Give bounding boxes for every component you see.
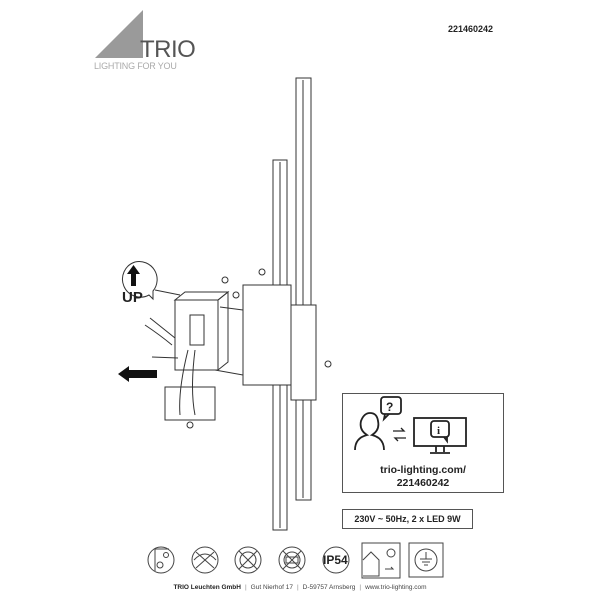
electrical-spec: 230V ~ 50Hz, 2 x LED 9W — [342, 509, 473, 529]
footer-company: TRIO Leuchten GmbH — [173, 584, 241, 591]
logo-triangle — [95, 10, 143, 58]
person-question-icon: ? — [354, 396, 402, 451]
no-bulb-change-icon — [234, 546, 262, 574]
svg-text:?: ? — [386, 400, 393, 414]
ip-rating-label: IP54 — [323, 553, 348, 567]
exchange-arrows-icon — [393, 427, 406, 442]
footer: TRIO Leuchten GmbH|Gut Nierhof 17|D-5975… — [173, 584, 427, 591]
protective-earth-icon — [408, 542, 444, 578]
up-label: UP — [122, 289, 143, 306]
svg-text:i: i — [437, 425, 440, 437]
ip54-icon — [322, 546, 350, 574]
footer-street: Gut Nierhof 17 — [250, 584, 293, 591]
up-indicator — [122, 261, 158, 301]
monitor-info-icon: i — [413, 417, 467, 454]
arrow-left-icon — [118, 366, 157, 382]
info-url-line2: 221460242 — [396, 477, 450, 489]
brand-tagline: LIGHTING FOR YOU — [94, 61, 177, 71]
article-number: 221460242 — [448, 24, 494, 34]
lamp-drawing — [242, 77, 317, 531]
junction-box-drawing — [144, 268, 332, 429]
no-cover-icon — [278, 546, 306, 574]
footer-city: D-59757 Arnsberg — [302, 584, 356, 591]
info-url-line1: trio-lighting.com/ — [380, 464, 466, 476]
mounting-distance-icon — [147, 546, 175, 574]
no-dimmer-icon — [191, 546, 219, 574]
indoor-outdoor-icon — [361, 542, 401, 579]
brand-logo-text: TRIO — [140, 36, 196, 63]
footer-web[interactable]: www.trio-lighting.com — [365, 584, 427, 591]
online-info-box: trio-lighting.com/ 221460242 — [342, 393, 504, 493]
info-url[interactable]: trio-lighting.com/ 221460242 — [343, 464, 503, 490]
